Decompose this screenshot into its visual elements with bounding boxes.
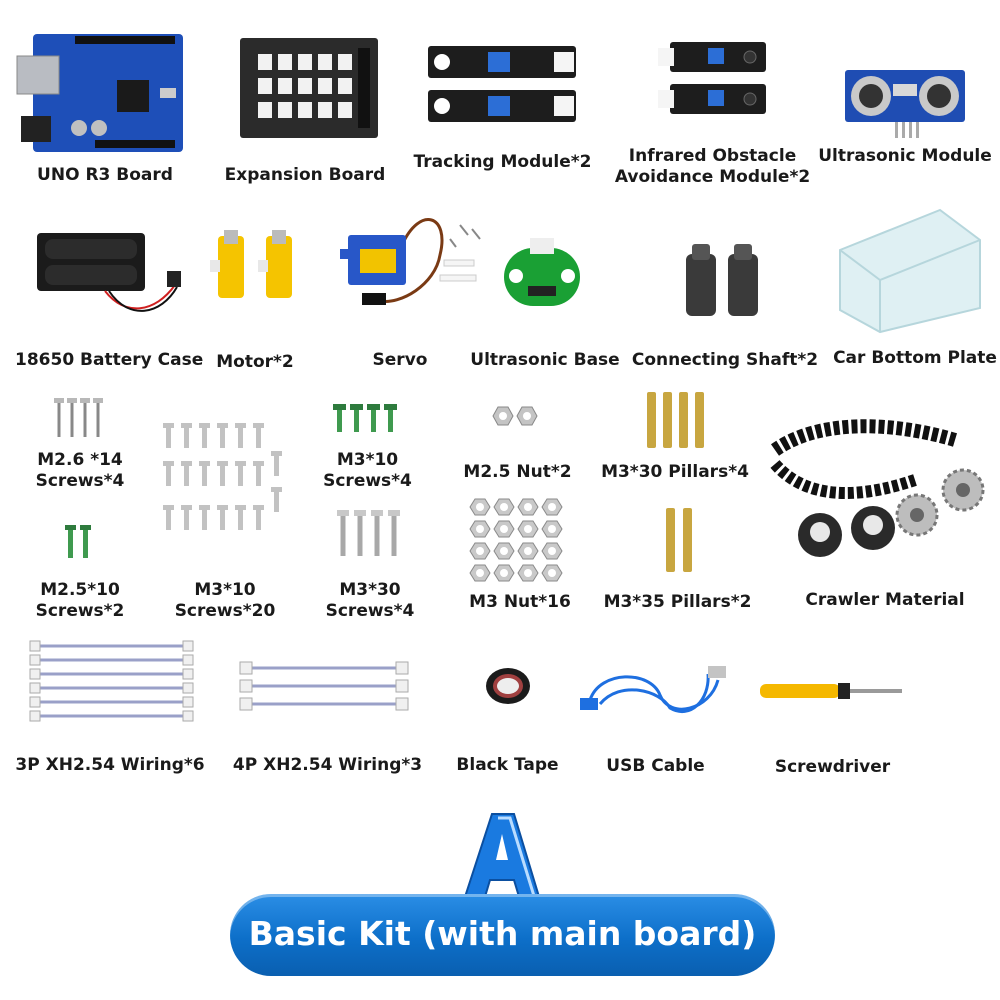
crawler-material-image	[765, 419, 995, 564]
car-bottom-plate-label: Car Bottom Plate	[833, 348, 997, 368]
m310a-screws-label: M3*10 Screws*4	[323, 450, 412, 491]
m26-screws-label: M2.6 *14 Screws*4	[35, 450, 125, 491]
m310-screws-image	[163, 423, 288, 542]
m26-screws-image	[52, 398, 107, 444]
crawler-material-label: Crawler Material	[805, 590, 965, 610]
usb-cable-image	[580, 660, 730, 724]
kit-letter-text: A	[462, 810, 463, 813]
wiring-4p-image	[239, 661, 410, 714]
ultrasonic-module-label: Ultrasonic Module	[818, 146, 992, 166]
m310b-screws-label: M3*10 Screws*20	[174, 580, 276, 621]
motor-label: Motor*2	[216, 352, 294, 372]
uno-r3-label: UNO R3 Board	[37, 165, 173, 185]
m3-nut-image	[469, 498, 566, 588]
ultrasonic-module-image	[845, 70, 965, 144]
black-tape-image	[483, 665, 533, 711]
infrared-module-image	[658, 42, 768, 126]
motor-image	[210, 230, 305, 309]
servo-image	[340, 205, 490, 324]
infrared-module-label: Infrared Obstacle Avoidance Module*2	[614, 146, 811, 187]
m25-screws-image	[65, 525, 95, 563]
car-bottom-plate-image	[830, 200, 990, 339]
m330-screws-label: M3*30 Screws*4	[325, 580, 415, 621]
kit-banner: Basic Kit (with main board)	[230, 894, 775, 976]
battery-case-label: 18650 Battery Case	[15, 350, 204, 370]
wiring-3p-image	[29, 640, 195, 734]
m25-screws-label: M2.5*10 Screws*2	[35, 580, 125, 621]
tracking-module-image	[428, 44, 578, 130]
kit-letter-a: A	[462, 812, 542, 902]
screwdriver-label: Screwdriver	[774, 757, 891, 777]
m330-screws-image	[337, 510, 402, 562]
expansion-board-image	[240, 38, 378, 142]
m330-pillars-image	[645, 392, 710, 456]
servo-label: Servo	[372, 350, 428, 370]
black-tape-label: Black Tape	[456, 755, 559, 775]
battery-case-image	[35, 225, 185, 329]
wiring-4p-label: 4P XH2.54 Wiring*3	[232, 755, 423, 775]
connecting-shaft-label: Connecting Shaft*2	[631, 350, 819, 370]
m310-green-screws-image	[333, 404, 398, 438]
kit-banner-text: Basic Kit (with main board)	[248, 914, 757, 953]
wiring-3p-label: 3P XH2.54 Wiring*6	[15, 755, 205, 775]
expansion-board-label: Expansion Board	[224, 165, 386, 185]
m335-pillars-label: M3*35 Pillars*2	[603, 592, 752, 612]
tracking-module-label: Tracking Module*2	[413, 152, 592, 172]
m335-pillars-image	[665, 508, 695, 578]
uno-r3-board-image	[15, 28, 190, 162]
ultrasonic-base-image	[500, 238, 585, 317]
m25-nut-label: M2.5 Nut*2	[463, 462, 572, 482]
usb-cable-label: USB Cable	[606, 756, 705, 776]
ultrasonic-base-label: Ultrasonic Base	[470, 350, 620, 370]
m25-nut-image	[490, 405, 540, 431]
m330-pillars-label: M3*30 Pillars*4	[601, 462, 749, 482]
screwdriver-image	[760, 678, 908, 708]
m3-nut-label: M3 Nut*16	[469, 592, 571, 612]
connecting-shaft-image	[680, 240, 780, 324]
